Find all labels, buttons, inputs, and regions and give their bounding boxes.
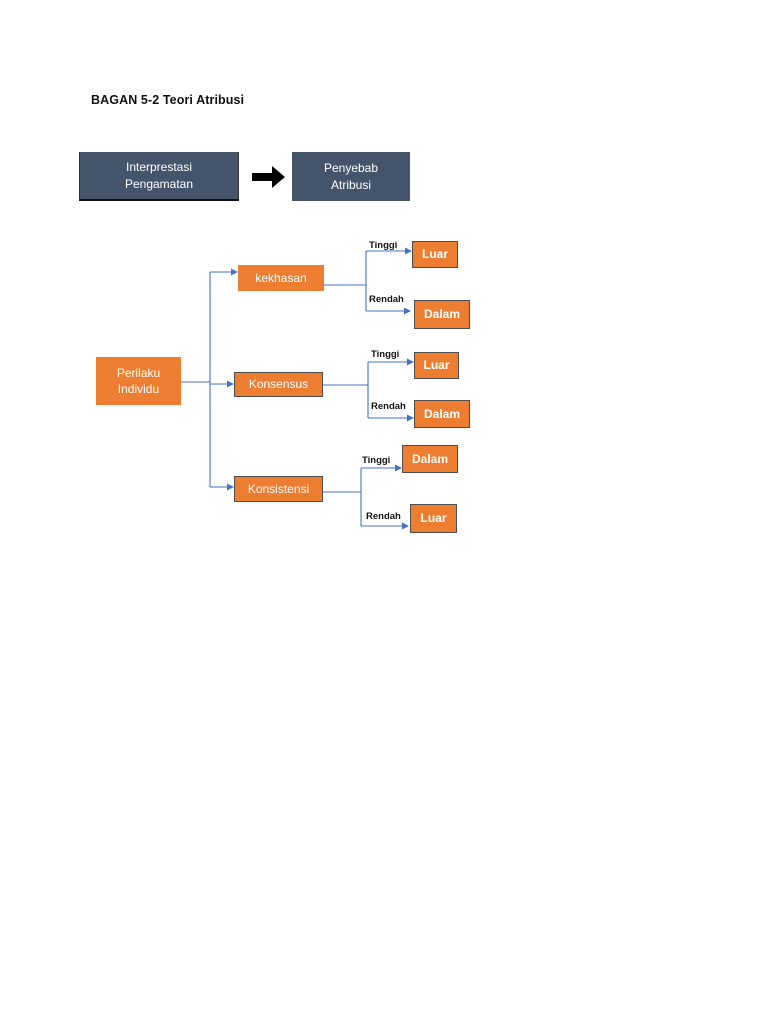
- result-node-3-high: Dalam: [402, 445, 458, 473]
- factor-2-low-label: Rendah: [371, 401, 406, 412]
- diagram-title: BAGAN 5-2 Teori Atribusi: [91, 93, 245, 107]
- factor-node-kekhasan: kekhasan: [238, 265, 324, 291]
- root-node: Perilaku Individu: [96, 357, 181, 405]
- result-node-2-low: Dalam: [414, 400, 470, 428]
- result-node-1-low: Dalam: [414, 300, 470, 329]
- factor-3-high-label: Tinggi: [362, 455, 391, 466]
- factor-1-low-label: Rendah: [369, 294, 404, 305]
- result-node-1-high: Luar: [412, 241, 458, 268]
- factor-node-konsensus: Konsensus: [234, 372, 323, 397]
- result-node-2-high: Luar: [414, 352, 459, 379]
- factor-node-konsistensi: Konsistensi: [234, 476, 323, 502]
- factor-1-high-label: Tinggi: [369, 240, 398, 251]
- result-node-3-low: Luar: [410, 504, 457, 533]
- flow-arrow-icon: [252, 166, 285, 188]
- attribution-cause-box: Penyebab Atribusi: [292, 152, 410, 201]
- interpretation-box: Interprestasi Pengamatan: [79, 152, 239, 201]
- factor-3-low-label: Rendah: [366, 511, 401, 522]
- factor-2-high-label: Tinggi: [371, 349, 400, 360]
